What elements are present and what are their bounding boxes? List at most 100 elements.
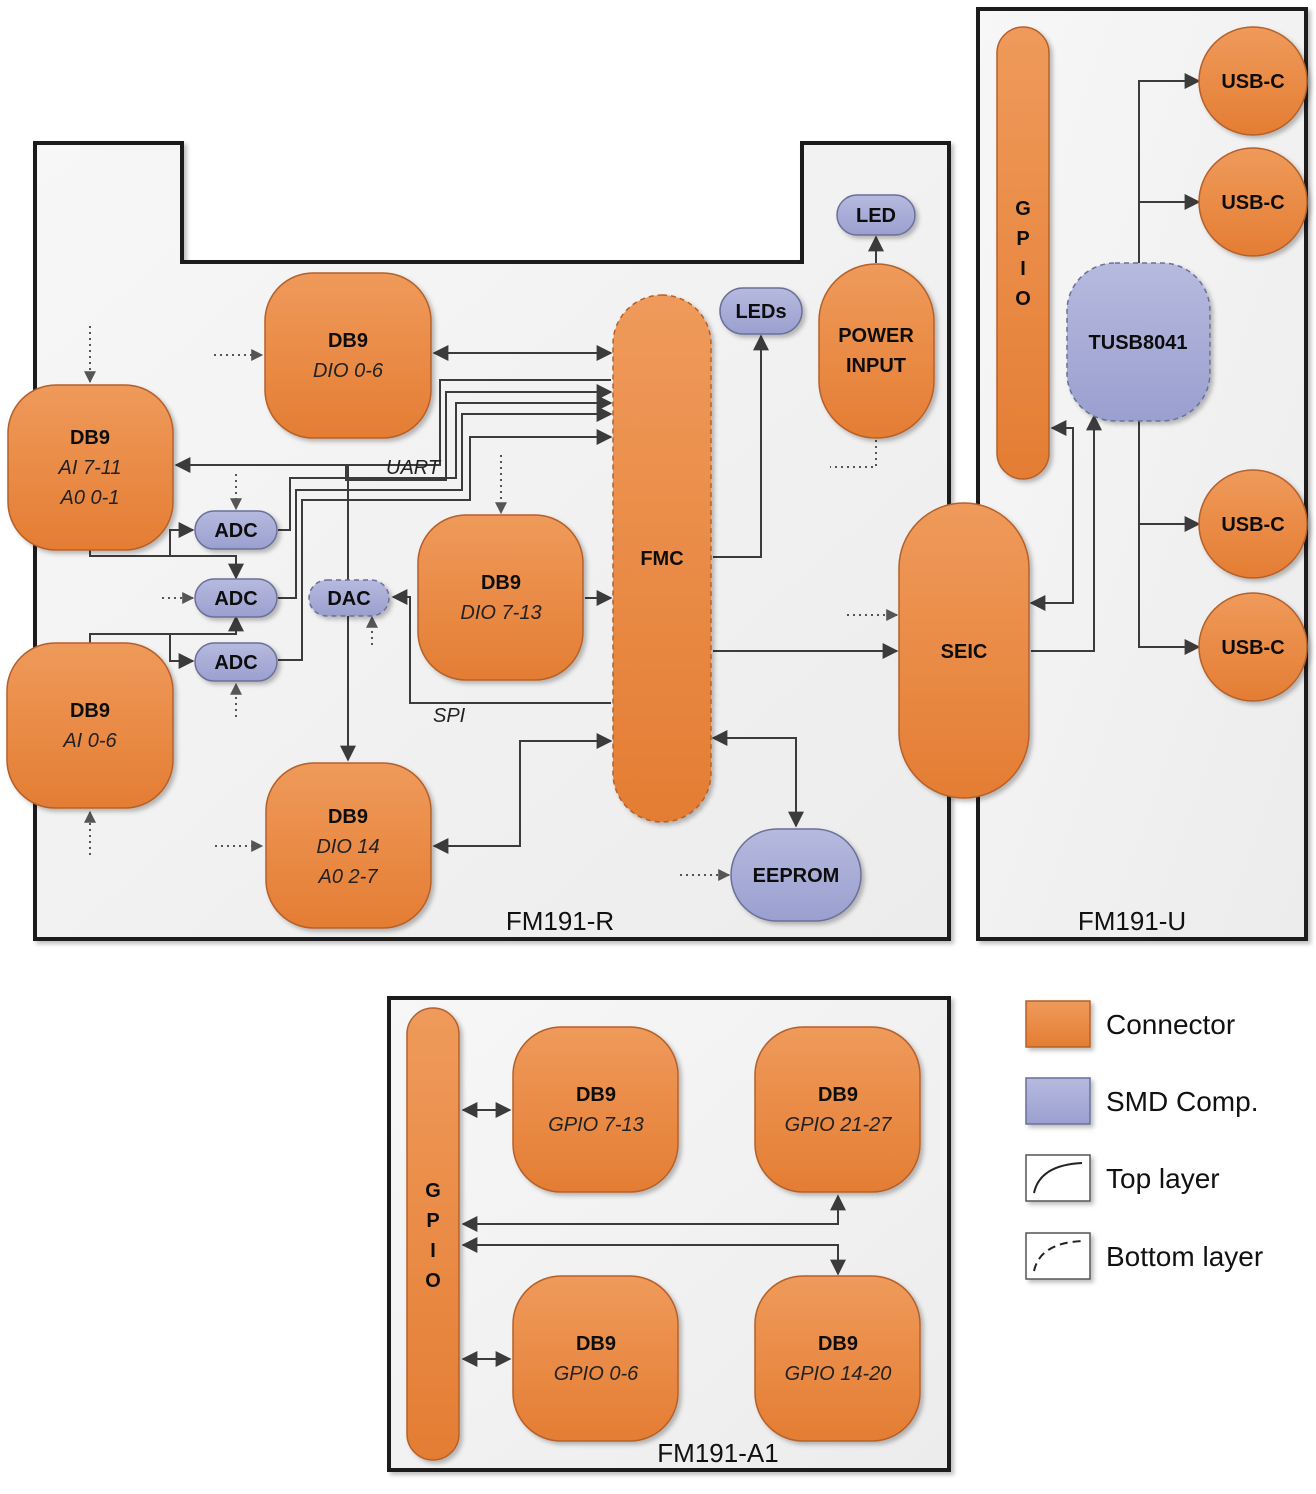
wire-ai711-adc2	[89, 550, 244, 580]
wire-spi-dac	[391, 589, 611, 704]
wire-fmc-leds	[713, 334, 769, 558]
adc-3: ADC	[194, 642, 278, 682]
adc-1-label: ADC	[214, 520, 257, 542]
tusb8041-label: TUSB8041	[1089, 332, 1188, 354]
wire-dio14-fmc	[432, 733, 613, 854]
adc-2: ADC	[194, 578, 278, 618]
db9-gpio-0-6: DB9 GPIO 0-6	[512, 1275, 679, 1442]
db9-gpio-0-6-title: DB9	[576, 1333, 616, 1355]
db9-gpio-14-20-title: DB9	[818, 1333, 858, 1355]
usb-c-1: USB-C	[1198, 26, 1308, 136]
usb-c-2: USB-C	[1198, 147, 1308, 257]
adc-2-label: ADC	[214, 588, 257, 610]
adc-3-label: ADC	[214, 652, 257, 674]
gpio-a1-o: O	[425, 1270, 441, 1292]
legend-bottom-label: Bottom layer	[1106, 1241, 1263, 1272]
wire-tusb-usb3	[1138, 421, 1201, 655]
wire-ai711-adc1	[169, 522, 195, 555]
tusb8041: TUSB8041	[1066, 262, 1211, 422]
db9-gpio-21-27-title: DB9	[818, 1084, 858, 1106]
wire-bus-2	[278, 395, 613, 531]
db9-gpio-7-13-sub: GPIO 7-13	[548, 1114, 644, 1136]
legend-top-curve-icon	[1033, 1162, 1083, 1194]
wire-a1-gpio1420	[461, 1237, 846, 1276]
db9-ai-7-11: DB9 AI 7-11 A0 0-1	[7, 384, 174, 551]
usb-c-4-label: USB-C	[1221, 637, 1284, 659]
db9-gpio-7-13: DB9 GPIO 7-13	[512, 1026, 679, 1193]
usb-c-4: USB-C	[1198, 592, 1308, 702]
wire-seic-tusb	[1031, 414, 1102, 652]
db9-ai-7-11-sub2: A0 0-1	[60, 487, 120, 509]
db9-dio-7-13: DB9 DIO 7-13	[417, 514, 584, 681]
db9-dio-14-sub2: A0 2-7	[318, 866, 379, 888]
legend-bottom-curve-icon	[1033, 1240, 1083, 1272]
db9-ai-0-6-title: DB9	[70, 700, 110, 722]
uart-label: UART	[386, 457, 442, 479]
eeprom-label: EEPROM	[753, 865, 840, 887]
wire-seic-gpio	[1029, 420, 1074, 611]
wire-bus-4	[278, 429, 613, 661]
db9-dio-0-6: DB9 DIO 0-6	[264, 272, 432, 439]
gpio-a1: G P I O	[406, 1007, 460, 1461]
gpio-a1-i: I	[430, 1240, 436, 1262]
db9-gpio-0-6-sub: GPIO 0-6	[554, 1363, 639, 1385]
legend-connector-label: Connector	[1106, 1009, 1235, 1040]
wire-ai06-adc2	[89, 615, 244, 643]
legend-bottom-swatch	[1025, 1232, 1091, 1280]
gpio-u-g: G	[1015, 198, 1031, 220]
leds-component: LEDs	[719, 287, 803, 335]
db9-dio-0-6-title: DB9	[328, 330, 368, 352]
db9-gpio-21-27-sub: GPIO 21-27	[785, 1114, 893, 1136]
db9-gpio-21-27: DB9 GPIO 21-27	[754, 1026, 921, 1193]
gpio-a1-p: P	[426, 1210, 439, 1232]
board-label-fm191-r: FM191-R	[506, 906, 614, 936]
db9-dio-14-title: DB9	[328, 806, 368, 828]
db9-gpio-14-20: DB9 GPIO 14-20	[754, 1275, 921, 1442]
leds-label: LEDs	[735, 301, 786, 323]
spi-label: SPI	[433, 705, 466, 727]
board-label-fm191-u: FM191-U	[1078, 906, 1186, 936]
board-label-fm191-a1: FM191-A1	[657, 1438, 778, 1468]
gpio-u: G P I O	[996, 26, 1050, 480]
db9-dio-14: DB9 DIO 14 A0 2-7	[265, 762, 432, 929]
wire-a1-gpio2127	[461, 1194, 846, 1232]
dac-label: DAC	[327, 588, 370, 610]
wire-ai06-adc3	[169, 634, 195, 669]
legend-top-label: Top layer	[1106, 1163, 1220, 1194]
usb-c-2-label: USB-C	[1221, 192, 1284, 214]
legend-smd-label: SMD Comp.	[1106, 1086, 1258, 1117]
usb-c-3-label: USB-C	[1221, 514, 1284, 536]
db9-gpio-14-20-sub: GPIO 14-20	[785, 1363, 892, 1385]
eeprom: EEPROM	[730, 828, 862, 922]
seic-connector: SEIC	[898, 502, 1030, 799]
db9-dio-7-13-sub: DIO 7-13	[460, 602, 541, 624]
usb-c-1-label: USB-C	[1221, 71, 1284, 93]
dac: DAC	[308, 579, 390, 617]
seic-label: SEIC	[941, 641, 988, 663]
db9-ai-7-11-title: DB9	[70, 427, 110, 449]
db9-ai-0-6: DB9 AI 0-6	[6, 642, 174, 809]
power-input-connector: POWER INPUT	[818, 263, 935, 439]
dotted-inputs	[84, 326, 899, 881]
wire-bus-3	[278, 406, 613, 599]
legend-smd-swatch	[1025, 1077, 1091, 1125]
legend-connector-swatch	[1025, 1000, 1091, 1048]
fmc-connector: FMC	[612, 294, 712, 823]
gpio-u-o: O	[1015, 288, 1031, 310]
led-component: LED	[836, 194, 916, 236]
usb-c-3: USB-C	[1198, 469, 1308, 579]
wires	[89, 73, 1201, 1367]
db9-dio-7-13-title: DB9	[481, 572, 521, 594]
db9-dio-14-sub1: DIO 14	[316, 836, 379, 858]
db9-gpio-7-13-title: DB9	[576, 1084, 616, 1106]
gpio-u-i: I	[1020, 258, 1026, 280]
wire-uart	[174, 379, 611, 473]
gpio-a1-g: G	[425, 1180, 441, 1202]
power-input-line1: POWER	[838, 325, 914, 347]
fmc-label: FMC	[640, 548, 683, 570]
power-input-line2: INPUT	[846, 355, 906, 377]
legend-top-swatch	[1025, 1154, 1091, 1202]
wire-fmc-eeprom	[711, 730, 804, 828]
db9-ai-7-11-sub1: AI 7-11	[58, 457, 122, 479]
